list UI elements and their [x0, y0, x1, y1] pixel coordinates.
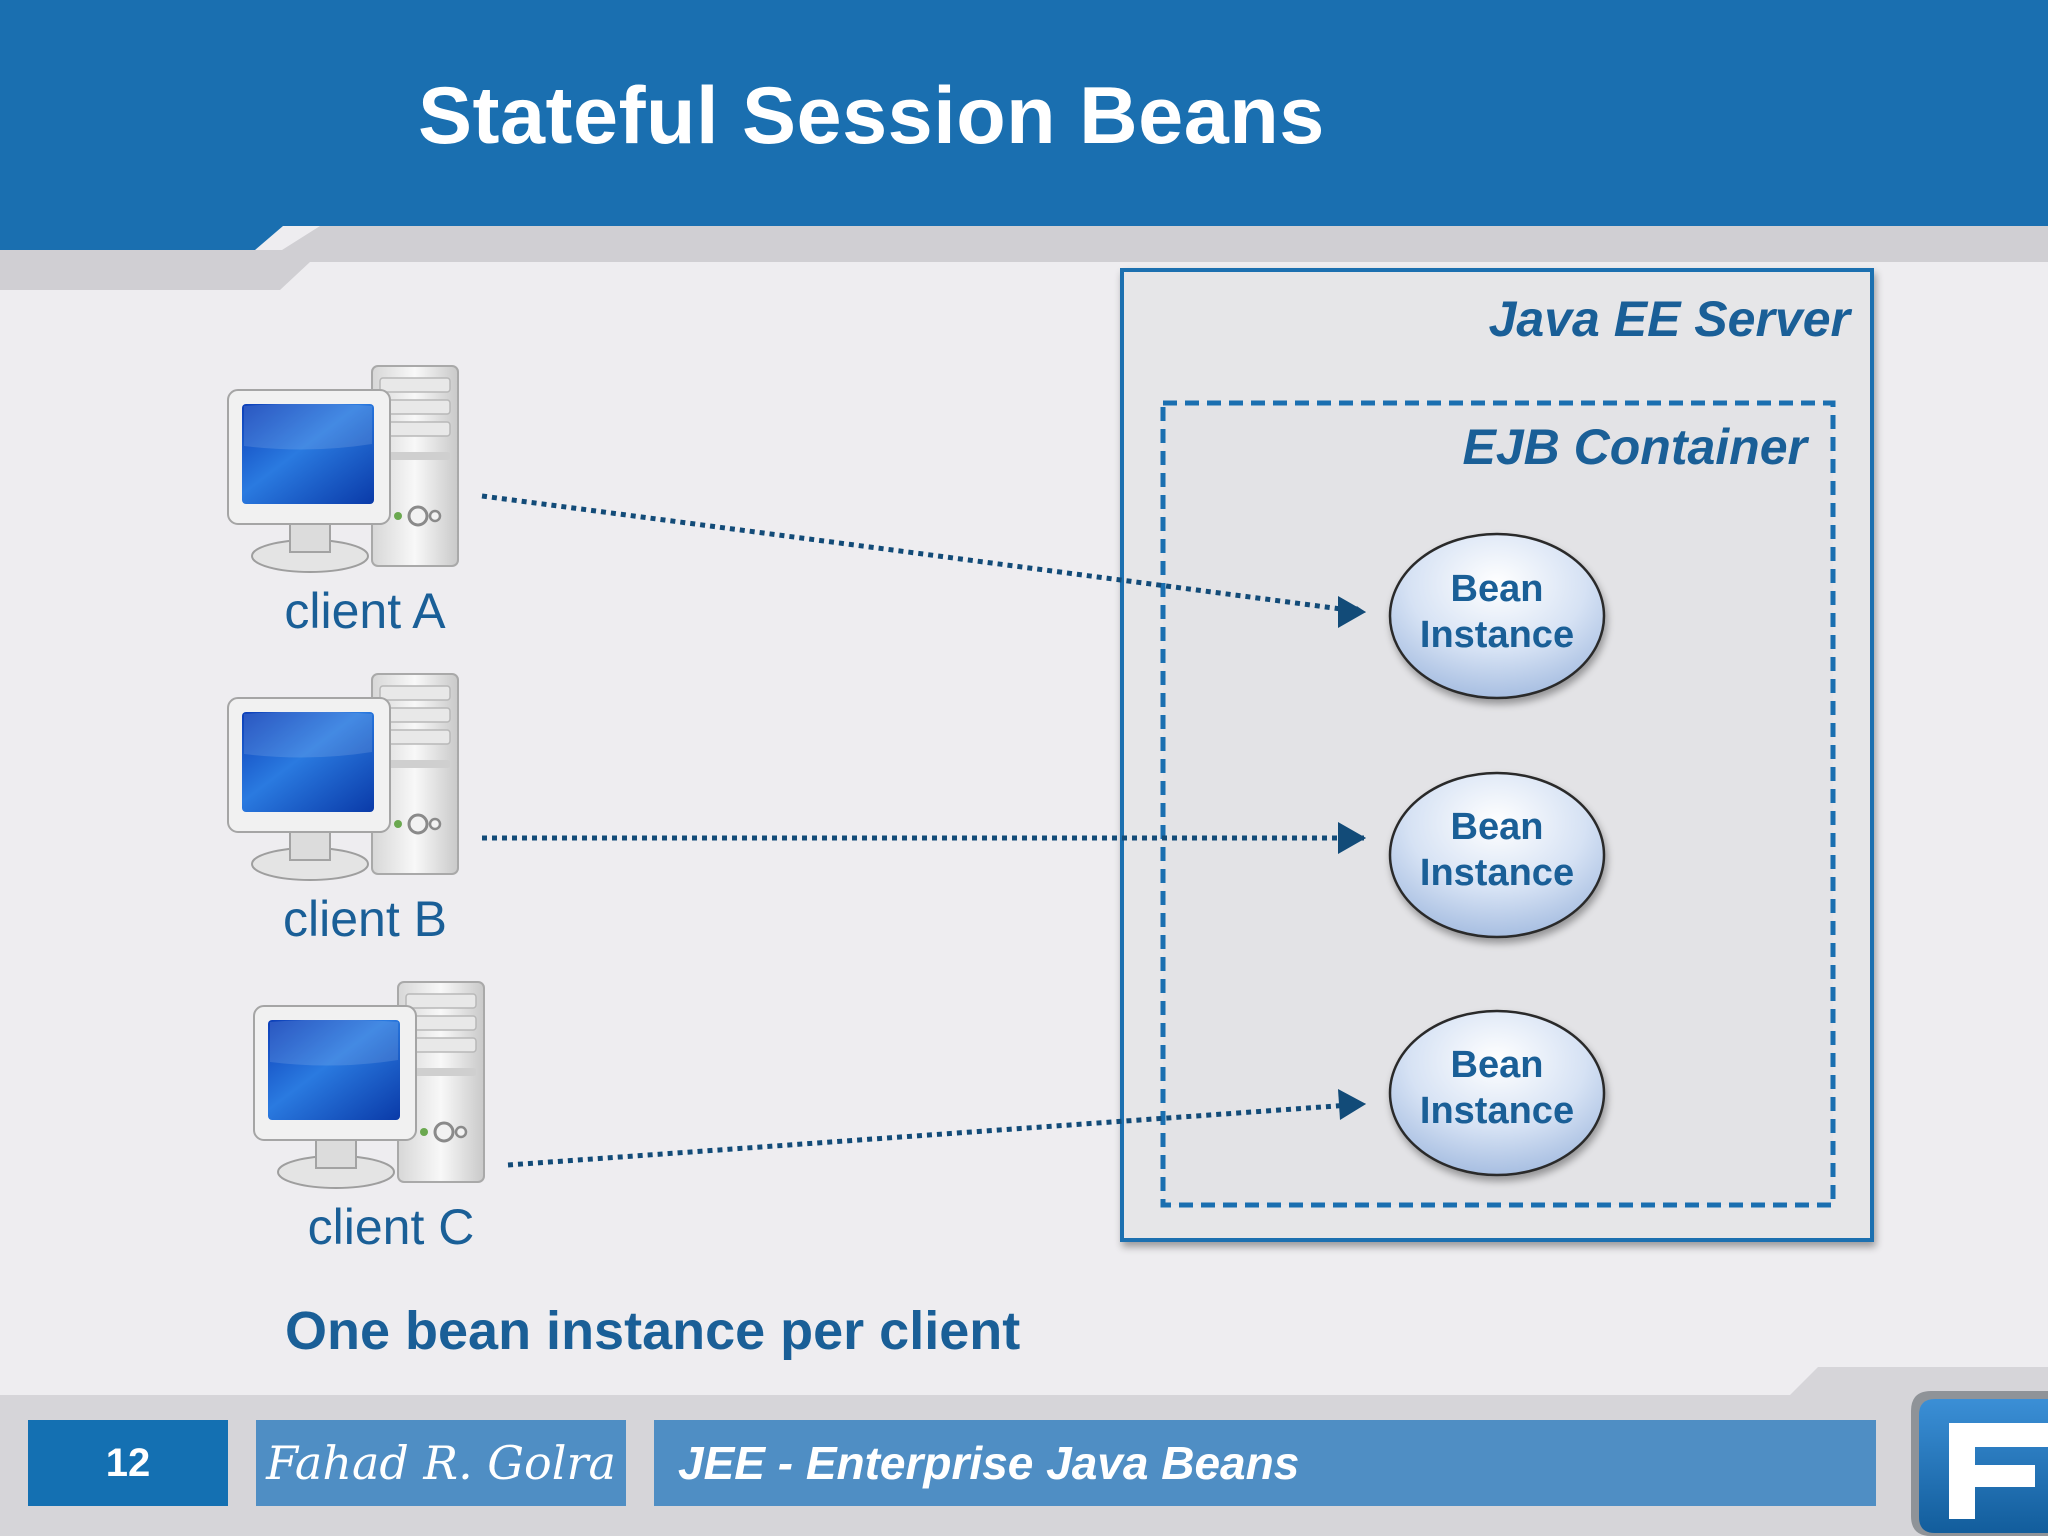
course-title: JEE - Enterprise Java Beans [678, 1437, 1300, 1489]
bean-instance-label: Bean Instance [1419, 806, 1575, 894]
author-signature: Fahad R. Golra [266, 1436, 616, 1490]
bean-instance-label: Bean Instance [1419, 568, 1575, 656]
logo-f-icon [1911, 1391, 2048, 1536]
desktop-computer-icon [226, 364, 460, 574]
bean-instance-label: Bean Instance [1419, 1044, 1575, 1132]
author-box: Fahad R. Golra [256, 1420, 626, 1506]
client-a-label: client A [284, 583, 446, 639]
bean-instance-node [1388, 1009, 1606, 1177]
connection-arrow [481, 493, 1366, 616]
client-b-label: client B [283, 891, 447, 947]
desktop-computer-icon [252, 980, 486, 1190]
page-number: 12 [28, 1420, 228, 1506]
slide-title: Stateful Session Beans [418, 71, 1325, 161]
course-box: JEE - Enterprise Java Beans [654, 1420, 1876, 1506]
client-c-label: client C [307, 1199, 475, 1255]
desktop-computer-icon [226, 672, 460, 882]
bean-instance-node [1388, 771, 1606, 939]
bean-instance-node [1388, 532, 1606, 700]
connection-arrow [507, 1099, 1366, 1168]
java-ee-server-label: Java EE Server [1488, 291, 1850, 347]
ejb-container-label: EJB Container [1462, 419, 1807, 475]
slide-caption: One bean instance per client [285, 1301, 1021, 1361]
header-band [0, 0, 2048, 290]
